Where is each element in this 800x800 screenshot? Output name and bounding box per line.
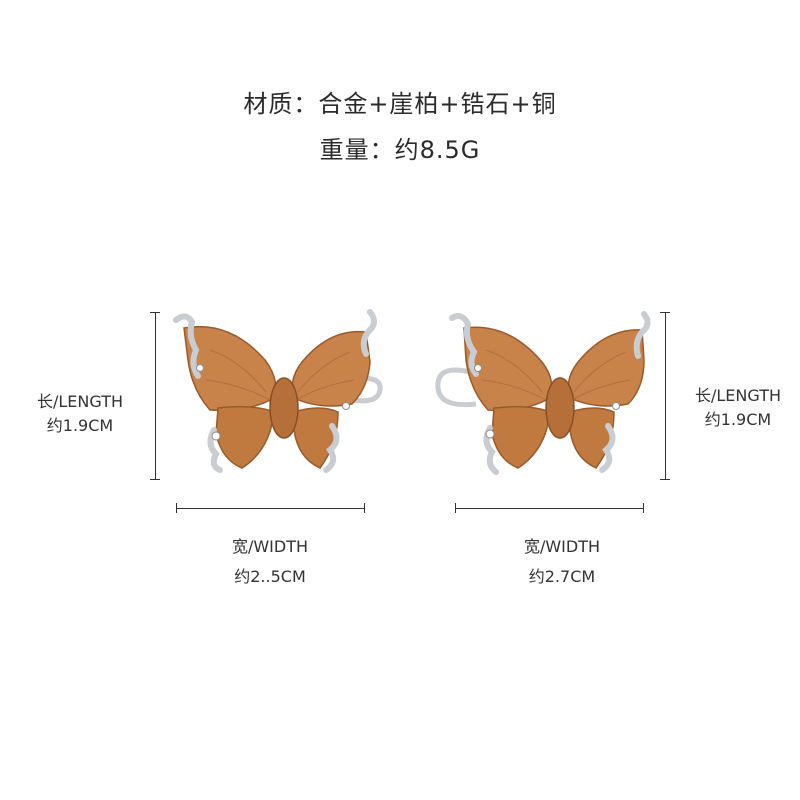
right-silver-vine-top bbox=[633, 311, 651, 359]
wing-texture bbox=[205, 349, 355, 401]
right-length-line bbox=[665, 312, 666, 480]
left-earring-image bbox=[173, 309, 383, 473]
left-length-label: 长/LENGTH bbox=[36, 392, 124, 411]
left-width-label: 宽/WIDTH bbox=[231, 537, 309, 556]
left-silver-vine-bottom bbox=[207, 427, 223, 473]
butterfly-body bbox=[545, 377, 575, 439]
left-lower-wing bbox=[215, 405, 275, 469]
zircon-stone bbox=[342, 402, 350, 410]
left-length-line bbox=[155, 312, 156, 480]
right-width-text: 宽/WIDTH 约2.7CM bbox=[492, 535, 632, 589]
right-length-text: 长/LENGTH 约1.9CM bbox=[678, 384, 798, 432]
right-width-cap-right bbox=[643, 503, 644, 513]
weight-spec: 重量：约8.5G bbox=[319, 136, 481, 164]
right-silver-vine-top bbox=[360, 309, 377, 357]
left-width-cap-right bbox=[364, 503, 365, 513]
right-length-cap-bottom bbox=[660, 479, 670, 480]
left-lower-wing bbox=[491, 405, 551, 469]
zircon-stone bbox=[485, 429, 495, 439]
left-width-value: 约2..5CM bbox=[234, 567, 306, 586]
right-silver-vine-bottom bbox=[323, 423, 340, 473]
left-silver-vine-top bbox=[449, 313, 479, 377]
right-upper-wing bbox=[567, 329, 645, 407]
right-width-label: 宽/WIDTH bbox=[523, 537, 601, 556]
right-earring-image bbox=[435, 311, 651, 475]
left-length-cap-bottom bbox=[150, 479, 160, 480]
zircon-stone bbox=[474, 364, 482, 372]
zircon-stone bbox=[612, 402, 620, 410]
zircon-stone bbox=[196, 364, 204, 372]
left-width-line bbox=[176, 508, 365, 509]
left-length-text: 长/LENGTH 约1.9CM bbox=[20, 390, 140, 438]
zircon-stone bbox=[211, 431, 221, 441]
butterfly-body bbox=[269, 377, 299, 439]
left-silver-vine-top bbox=[173, 313, 201, 379]
right-length-value: 约1.9CM bbox=[704, 410, 772, 429]
right-upper-wing bbox=[291, 330, 371, 407]
material-spec: 材质：合金+崖柏+锆石+铜 bbox=[243, 90, 557, 118]
left-width-text: 宽/WIDTH 约2..5CM bbox=[200, 535, 340, 589]
left-length-value: 约1.9CM bbox=[46, 416, 114, 435]
right-length-label: 长/LENGTH bbox=[694, 386, 782, 405]
right-clip-loop bbox=[435, 367, 477, 408]
right-width-value: 约2.7CM bbox=[528, 567, 596, 586]
right-width-line bbox=[455, 508, 644, 509]
wing-texture bbox=[481, 349, 631, 401]
right-silver-vine-bottom bbox=[599, 423, 616, 473]
